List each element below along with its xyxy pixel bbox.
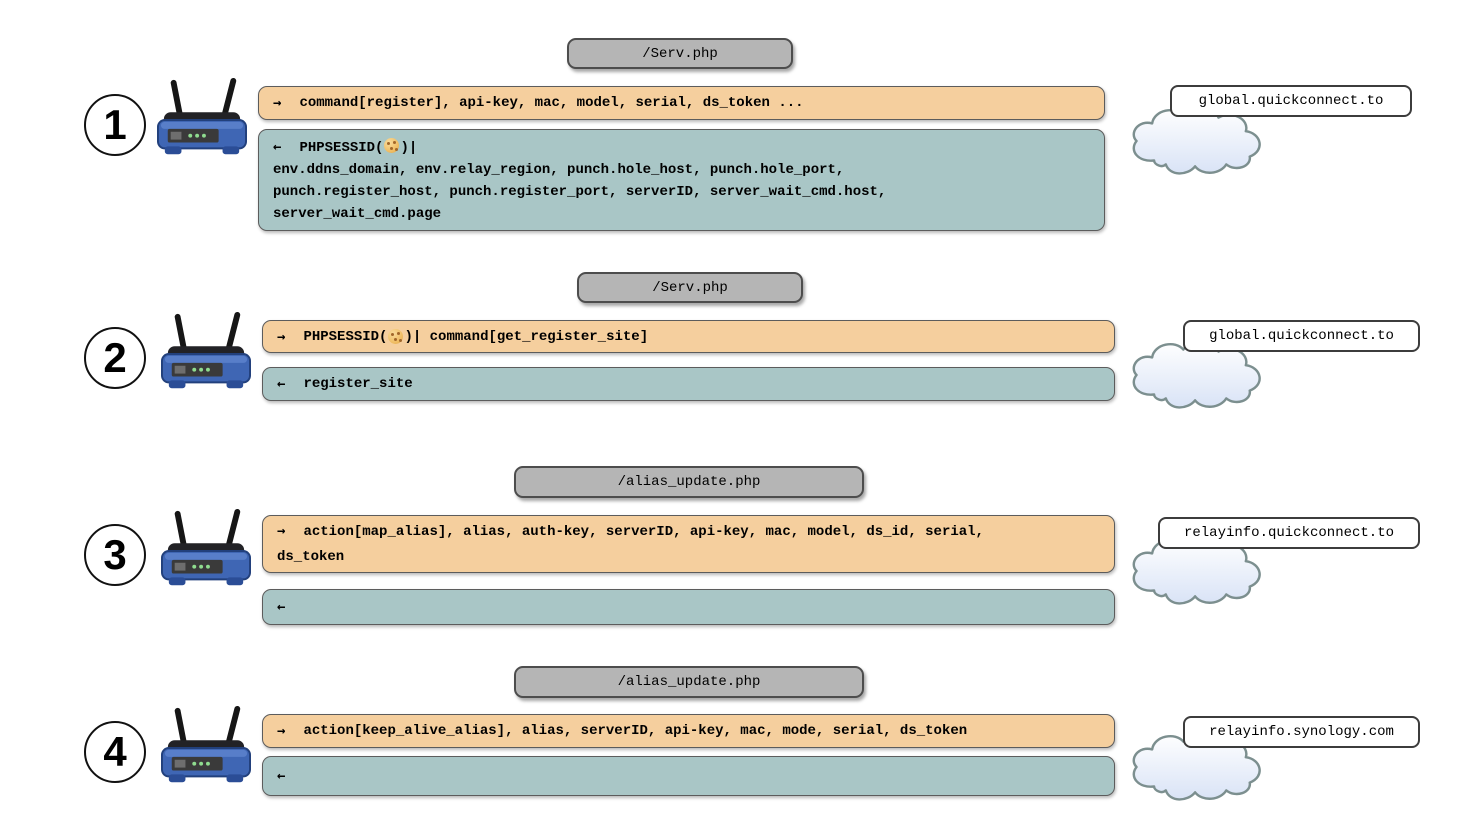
- router-icon: [152, 704, 260, 794]
- host-text: global.quickconnect.to: [1198, 93, 1384, 109]
- endpoint-label: /alias_update.php: [617, 474, 761, 490]
- endpoint-chip: /Serv.php: [567, 38, 793, 69]
- response-bar: ← PHPSESSID( )| env.ddns_domain, env.relay…: [258, 129, 1105, 231]
- response-cookie-post: )|: [400, 140, 418, 156]
- endpoint-label: /alias_update.php: [617, 674, 761, 690]
- router-icon: [148, 76, 256, 166]
- step-number: 2: [103, 334, 127, 381]
- arrow-left-icon: ←: [277, 599, 286, 615]
- host-label: relayinfo.quickconnect.to: [1158, 517, 1420, 549]
- host-label: relayinfo.synology.com: [1183, 716, 1420, 748]
- step-number: 4: [103, 728, 127, 775]
- request-bar: → command[register], api-key, mac, model…: [258, 86, 1105, 120]
- step-number: 3: [103, 531, 127, 578]
- arrow-left-icon: ←: [273, 139, 282, 155]
- endpoint-label: /Serv.php: [652, 279, 728, 296]
- request-bar: → action[map_alias], alias, auth-key, ser…: [262, 515, 1115, 573]
- response-line: server_wait_cmd.page: [273, 206, 442, 222]
- response-line: punch.register_host, punch.register_port…: [273, 184, 887, 200]
- request-text: command[register], api-key, mac, model, …: [299, 95, 804, 111]
- arrow-left-icon: ←: [277, 376, 286, 392]
- cookie-icon: [384, 138, 400, 153]
- response-cookie-pre: PHPSESSID(: [299, 140, 384, 156]
- request-line: ds_token: [277, 548, 345, 565]
- response-line: ← PHPSESSID( )|: [273, 136, 1090, 159]
- request-cookie-pre: PHPSESSID(: [303, 328, 388, 345]
- step-number-badge: 3: [84, 524, 146, 586]
- response-bar: ←: [262, 589, 1115, 625]
- step-number-badge: 4: [84, 721, 146, 783]
- host-label: global.quickconnect.to: [1183, 320, 1420, 352]
- arrow-right-icon: →: [277, 723, 286, 739]
- host-text: global.quickconnect.to: [1209, 328, 1394, 344]
- request-bar: → action[keep_alive_alias], alias, serve…: [262, 714, 1115, 748]
- request-text: action[keep_alive_alias], alias, serverI…: [303, 723, 968, 739]
- request-text: action[map_alias], alias, auth-key, serv…: [303, 523, 984, 540]
- router-icon: [152, 507, 260, 597]
- endpoint-chip: /alias_update.php: [514, 466, 864, 498]
- arrow-right-icon: →: [277, 328, 286, 345]
- host-text: relayinfo.quickconnect.to: [1183, 525, 1395, 541]
- request-bar: → PHPSESSID( )| command[get_register_site]: [262, 320, 1115, 353]
- step-number-badge: 2: [84, 327, 146, 389]
- endpoint-chip: /alias_update.php: [514, 666, 864, 698]
- request-cookie-post: )| command[get_register_site]: [404, 328, 649, 345]
- host-label: global.quickconnect.to: [1170, 85, 1412, 117]
- response-bar: ←: [262, 756, 1115, 796]
- response-line: env.ddns_domain, env.relay_region, punch…: [273, 162, 845, 178]
- endpoint-label: /Serv.php: [642, 45, 718, 62]
- arrow-right-icon: →: [277, 522, 286, 539]
- endpoint-chip: /Serv.php: [577, 272, 803, 303]
- arrow-right-icon: →: [273, 95, 282, 111]
- step-number-badge: 1: [84, 94, 146, 156]
- response-text: register_site: [303, 376, 413, 392]
- request-line: → action[map_alias], alias, auth-key, ser…: [277, 519, 1100, 545]
- arrow-left-icon: ←: [277, 768, 286, 784]
- cookie-icon: [388, 329, 404, 344]
- response-bar: ← register_site: [262, 367, 1115, 401]
- step-number: 1: [103, 101, 127, 148]
- router-icon: [152, 310, 260, 400]
- host-text: relayinfo.synology.com: [1209, 724, 1394, 740]
